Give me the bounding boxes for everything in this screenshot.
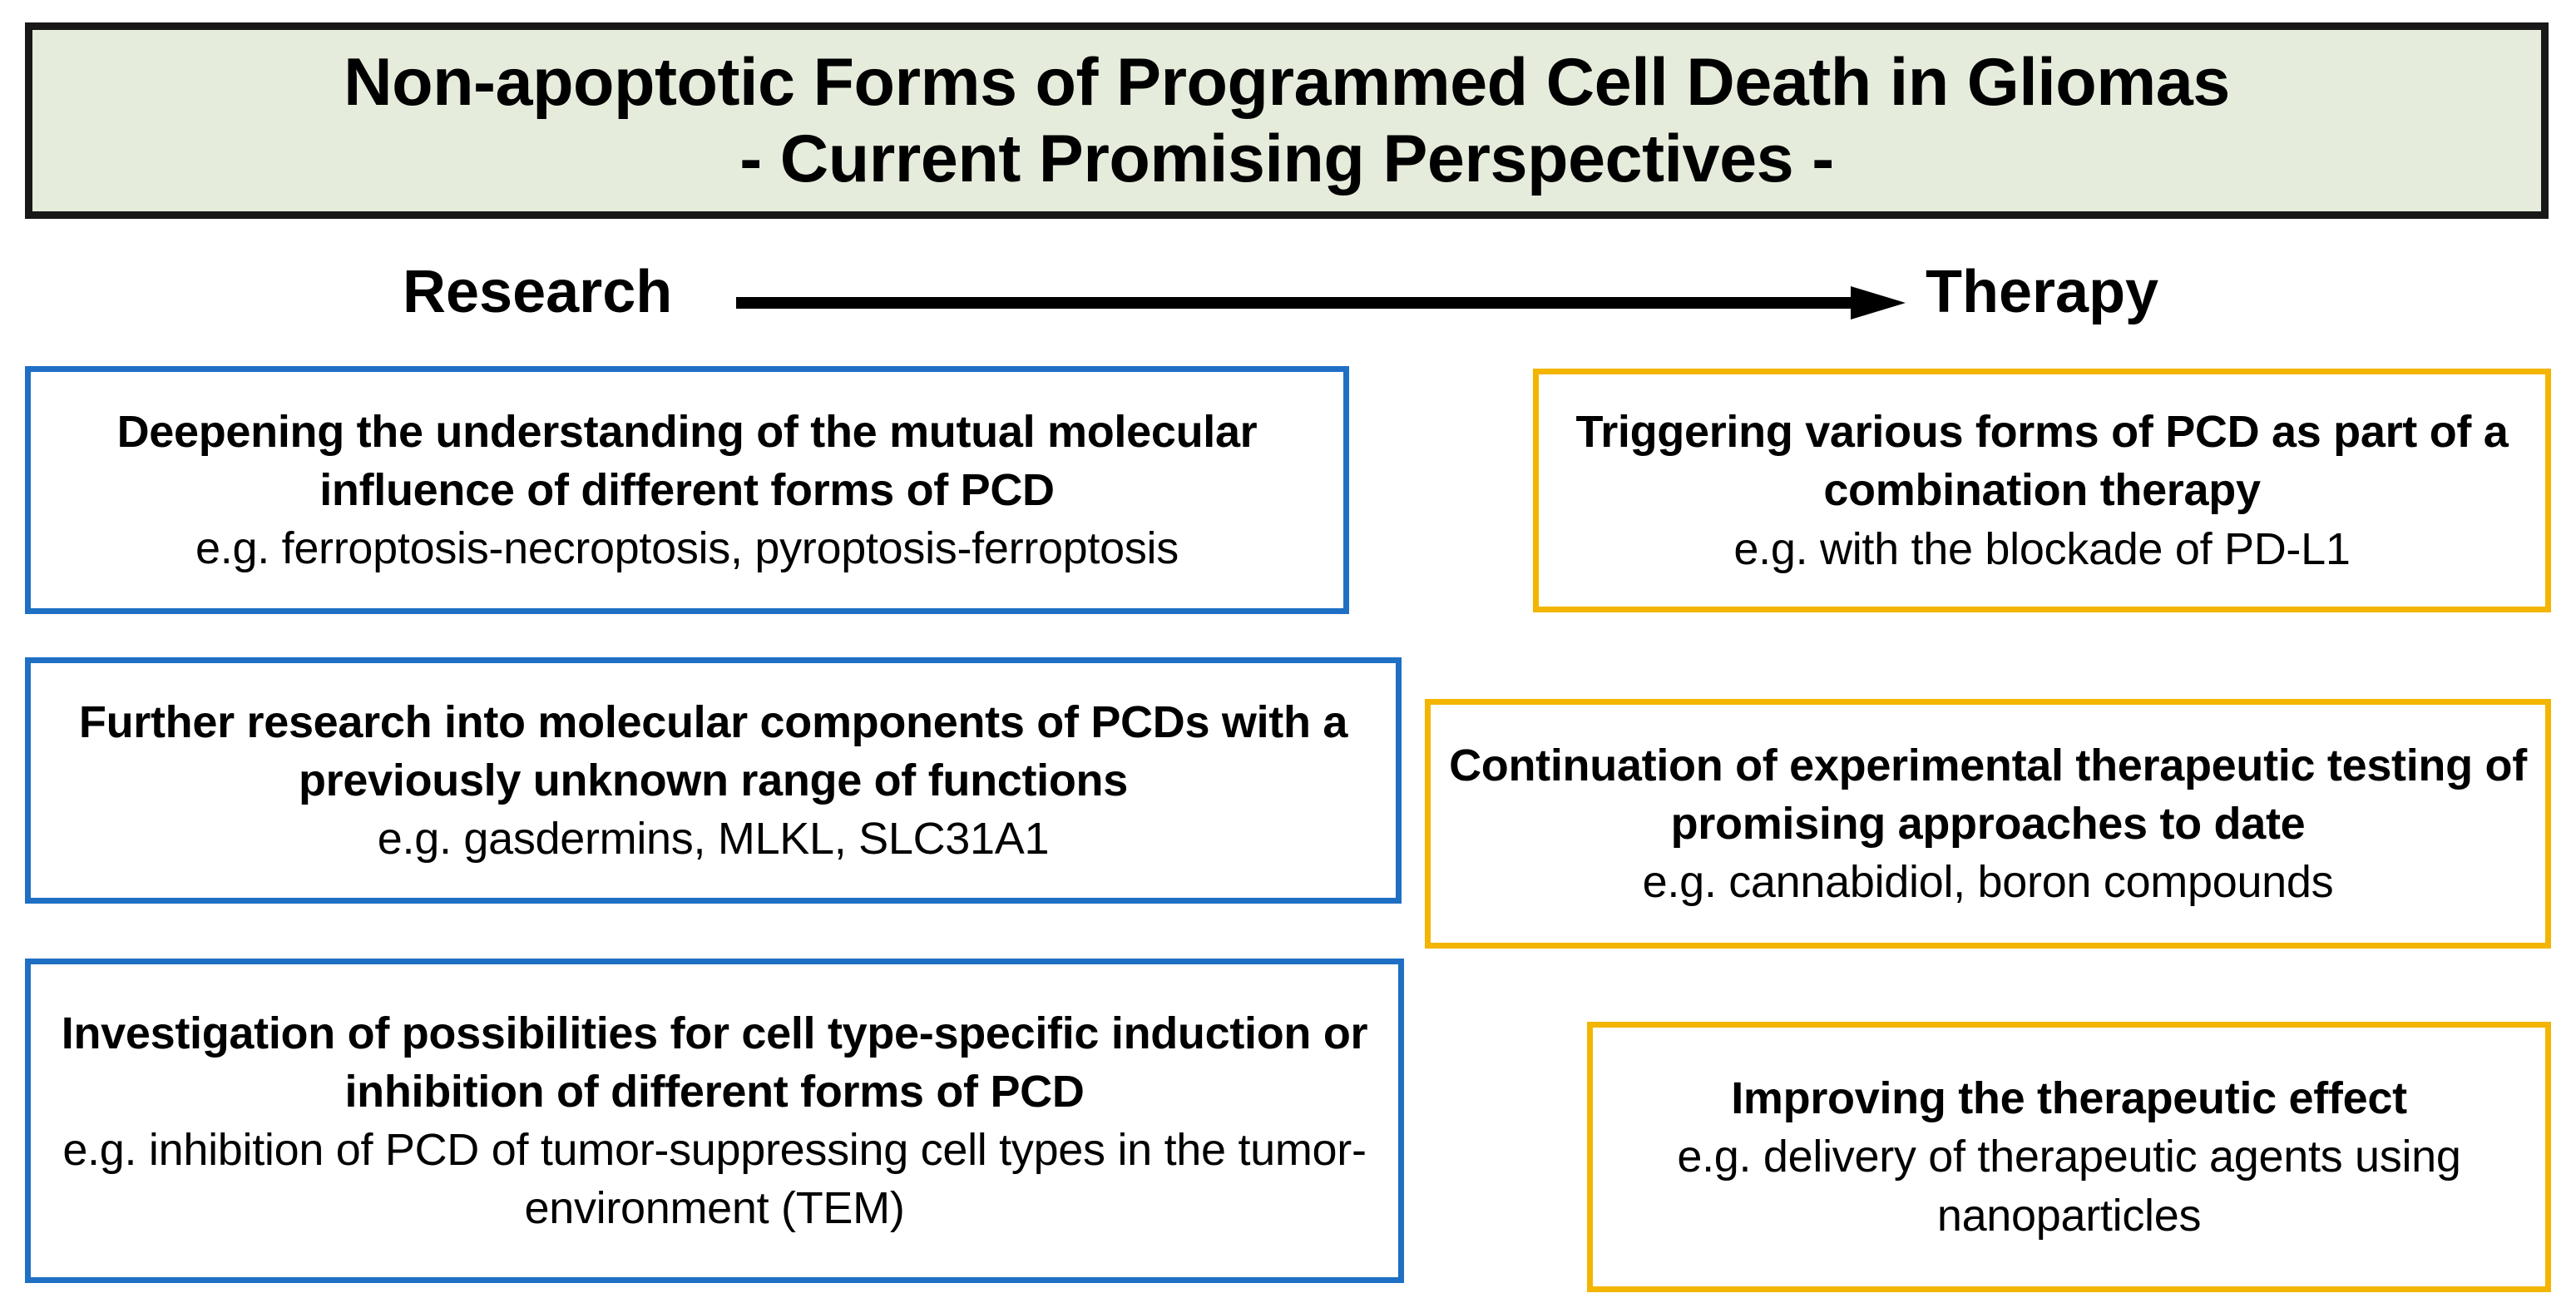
- research-card-2-headline: Further research into molecular componen…: [78, 696, 1348, 805]
- therapy-card-2-example: e.g. cannabidiol, boron compounds: [1642, 857, 2334, 908]
- therapy-card-1-headline: Triggering various forms of PCD as part …: [1575, 407, 2509, 516]
- therapy-card-2-headline: Continuation of experimental therapeutic…: [1449, 740, 2527, 849]
- research-card-3-example: e.g. inhibition of PCD of tumor-suppress…: [62, 1125, 1367, 1234]
- page-title-line-2: - Current Promising Perspectives -: [739, 121, 1834, 196]
- research-card-2-example: e.g. gasdermins, MLKL, SLC31A1: [377, 814, 1050, 865]
- research-card-1-headline: Deepening the understanding of the mutua…: [116, 406, 1258, 515]
- therapy-card-3-example: e.g. delivery of therapeutic agents usin…: [1677, 1132, 2461, 1241]
- research-to-therapy-axis: Research Therapy: [0, 246, 2576, 338]
- arrow-shaft: [736, 297, 1876, 309]
- page-title: Non-apoptotic Forms of Programmed Cell D…: [330, 44, 2243, 198]
- axis-label-therapy: Therapy: [1926, 259, 2159, 325]
- figure-title-banner: Non-apoptotic Forms of Programmed Cell D…: [25, 22, 2549, 219]
- axis-label-research: Research: [403, 259, 673, 325]
- therapy-card-2: Continuation of experimental therapeutic…: [1425, 699, 2551, 949]
- research-card-3-headline: Investigation of possibilities for cell …: [61, 1008, 1368, 1117]
- research-card-2: Further research into molecular componen…: [25, 657, 1402, 904]
- research-card-3: Investigation of possibilities for cell …: [25, 959, 1404, 1283]
- therapy-card-3: Improving the therapeutic effect e.g. de…: [1587, 1022, 2551, 1292]
- research-card-1: Deepening the understanding of the mutua…: [25, 366, 1349, 614]
- arrow-head: [1851, 286, 1906, 320]
- right-arrow-icon: [736, 286, 1906, 320]
- therapy-card-1-example: e.g. with the blockade of PD-L1: [1733, 523, 2351, 574]
- therapy-card-1: Triggering various forms of PCD as part …: [1533, 369, 2551, 612]
- research-card-1-example: e.g. ferroptosis-necroptosis, pyroptosis…: [195, 523, 1179, 574]
- therapy-card-3-headline: Improving the therapeutic effect: [1731, 1073, 2407, 1124]
- page-title-line-1: Non-apoptotic Forms of Programmed Cell D…: [344, 44, 2230, 120]
